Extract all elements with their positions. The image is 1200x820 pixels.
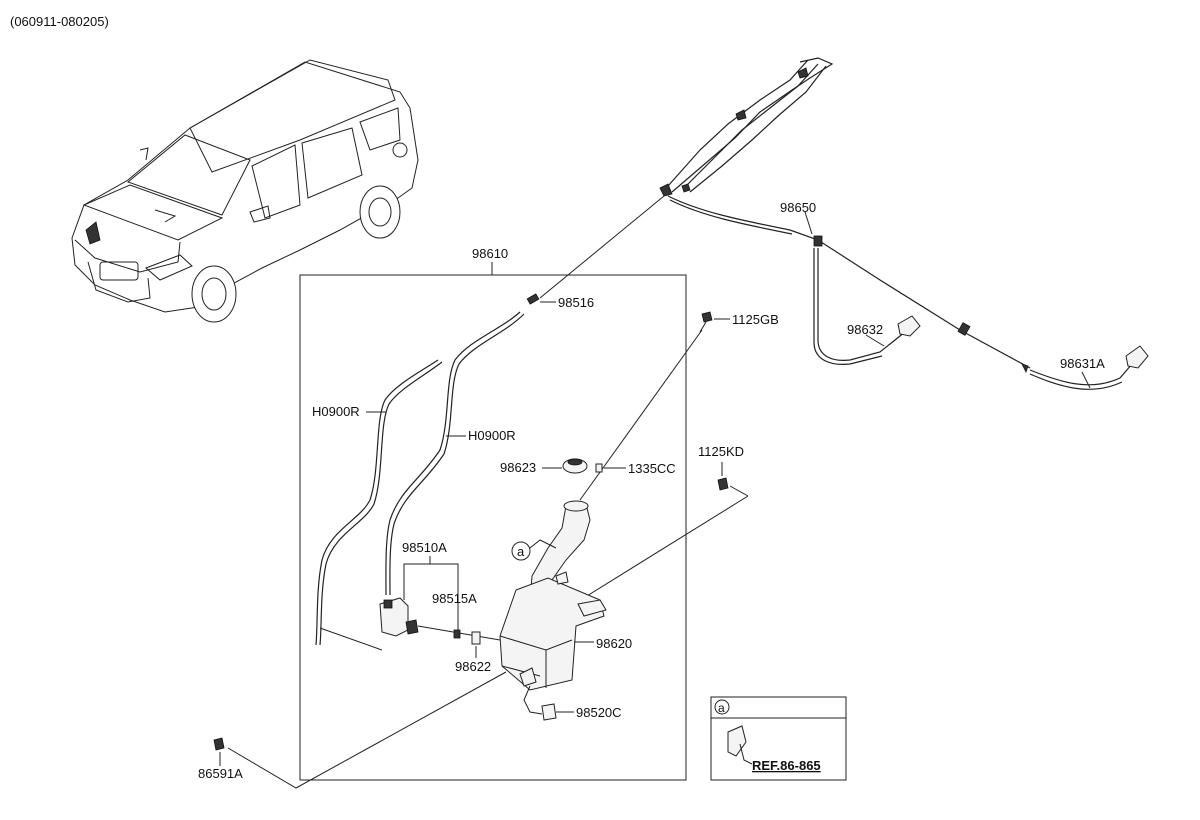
bolt-1125GB [699, 311, 713, 333]
label-98650: 98650 [780, 200, 816, 215]
reference-label: REF.86-865 [752, 758, 821, 773]
label-1125KD: 1125KD [698, 444, 744, 459]
hood-hose-assembly [659, 57, 1149, 390]
label-98622: 98622 [455, 659, 491, 674]
inset-marker: a [718, 701, 725, 715]
label-98620: 98620 [596, 636, 632, 651]
label-98516: 98516 [558, 295, 594, 310]
label-98515A: 98515A [432, 591, 477, 606]
label-1125GB: 1125GB [732, 312, 779, 327]
label-86591A: 86591A [198, 766, 243, 781]
label-98610: 98610 [472, 246, 508, 261]
washer-reservoir-98620 [499, 500, 607, 691]
label-98623: 98623 [500, 460, 536, 475]
label-98520C: 98520C [576, 705, 622, 720]
label-H0900R-right: H0900R [468, 428, 516, 443]
label-98510A: 98510A [402, 540, 447, 555]
label-98632: 98632 [847, 322, 883, 337]
assembly-frame-98610 [299, 274, 687, 781]
washer-pump-98510A [379, 597, 419, 637]
svg-text:a: a [517, 544, 525, 559]
cap-98623 [562, 458, 588, 474]
callout-a: a [511, 539, 557, 561]
label-98631A: 98631A [1060, 356, 1105, 371]
label-H0900R-left: H0900R [312, 404, 360, 419]
vehicle-illustration [71, 59, 419, 323]
reference-inset: a REF.86-865 [710, 696, 847, 781]
diagram-code: (060911-080205) [10, 14, 109, 29]
label-1335CC: 1335CC [628, 461, 676, 476]
level-sensor-98520C [523, 685, 557, 721]
